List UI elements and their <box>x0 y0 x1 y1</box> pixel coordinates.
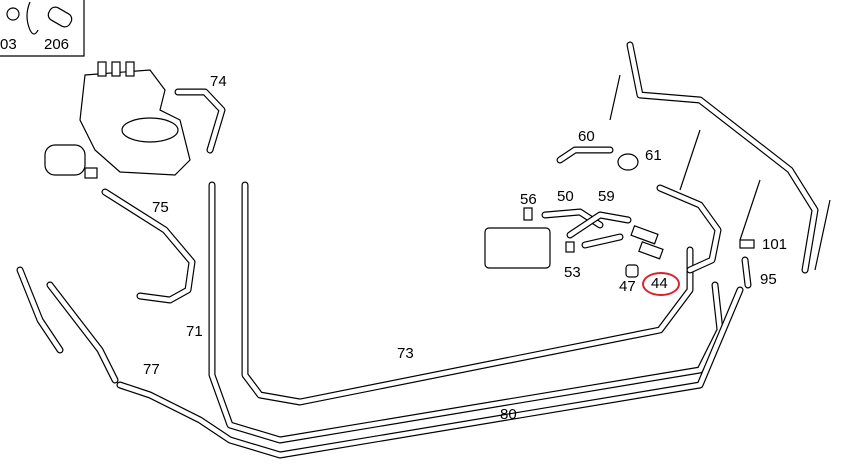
label-44: 44 <box>651 275 668 292</box>
label-73: 73 <box>397 345 414 362</box>
fuel-distributor-icon <box>44 61 191 179</box>
label-95: 95 <box>760 271 777 288</box>
label-71: 71 <box>186 323 203 340</box>
label-206: 206 <box>44 36 70 53</box>
label-53: 53 <box>564 264 581 281</box>
highlight-circle <box>642 272 680 296</box>
label-101: 101 <box>762 236 788 253</box>
fuel-lines <box>16 41 819 459</box>
inset-box <box>0 0 85 57</box>
label-74: 74 <box>210 73 227 90</box>
label-03: 03 <box>0 36 17 53</box>
label-60: 60 <box>578 128 595 145</box>
label-59: 59 <box>598 188 615 205</box>
label-75: 75 <box>152 199 169 216</box>
label-47: 47 <box>619 278 636 295</box>
label-50: 50 <box>557 188 574 205</box>
label-77: 77 <box>143 361 160 378</box>
small-parts <box>484 74 831 278</box>
label-56: 56 <box>520 191 537 208</box>
label-61: 61 <box>645 147 662 164</box>
label-80: 80 <box>500 406 517 423</box>
